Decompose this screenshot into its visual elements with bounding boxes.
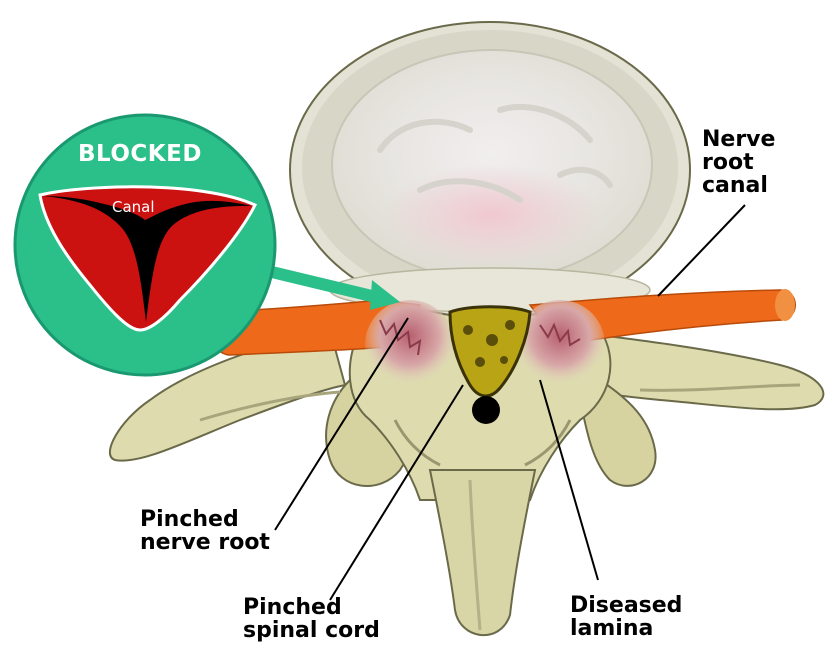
label-pinched-spinal-cord: Pinched spinal cord xyxy=(243,596,380,642)
label-line: nerve root xyxy=(140,531,270,554)
label-pinched-nerve-root: Pinched nerve root xyxy=(140,508,270,554)
label-line: canal xyxy=(702,174,775,197)
intervertebral-disc xyxy=(290,22,690,318)
label-line: lamina xyxy=(570,617,682,640)
label-line: Nerve xyxy=(702,128,775,151)
label-nerve-root-canal: Nerve root canal xyxy=(702,128,775,197)
label-line: Pinched xyxy=(140,508,270,531)
label-line: root xyxy=(702,151,775,174)
label-diseased-lamina: Diseased lamina xyxy=(570,594,682,640)
label-line: Diseased xyxy=(570,594,682,617)
inset-title: BLOCKED xyxy=(78,141,218,167)
label-line: Pinched xyxy=(243,596,380,619)
inset-canal-label: Canal xyxy=(112,198,155,216)
label-line: spinal cord xyxy=(243,619,380,642)
